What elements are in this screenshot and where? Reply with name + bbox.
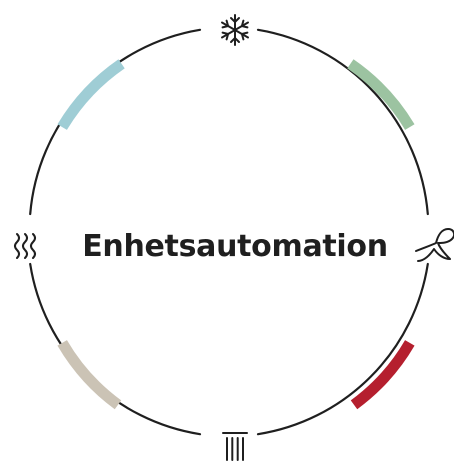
heating-segment — [350, 340, 415, 410]
colored-segments — [57, 59, 415, 410]
fan-icon — [415, 228, 454, 262]
cooling-segment — [57, 59, 125, 130]
heat-waves-icon — [14, 233, 36, 259]
snowflake-icon — [221, 14, 249, 46]
radiator-icon — [222, 432, 248, 461]
radiator-segment — [57, 340, 122, 410]
ventilation-segment — [347, 59, 415, 130]
diagram-title: Enhetsautomation — [82, 229, 388, 264]
